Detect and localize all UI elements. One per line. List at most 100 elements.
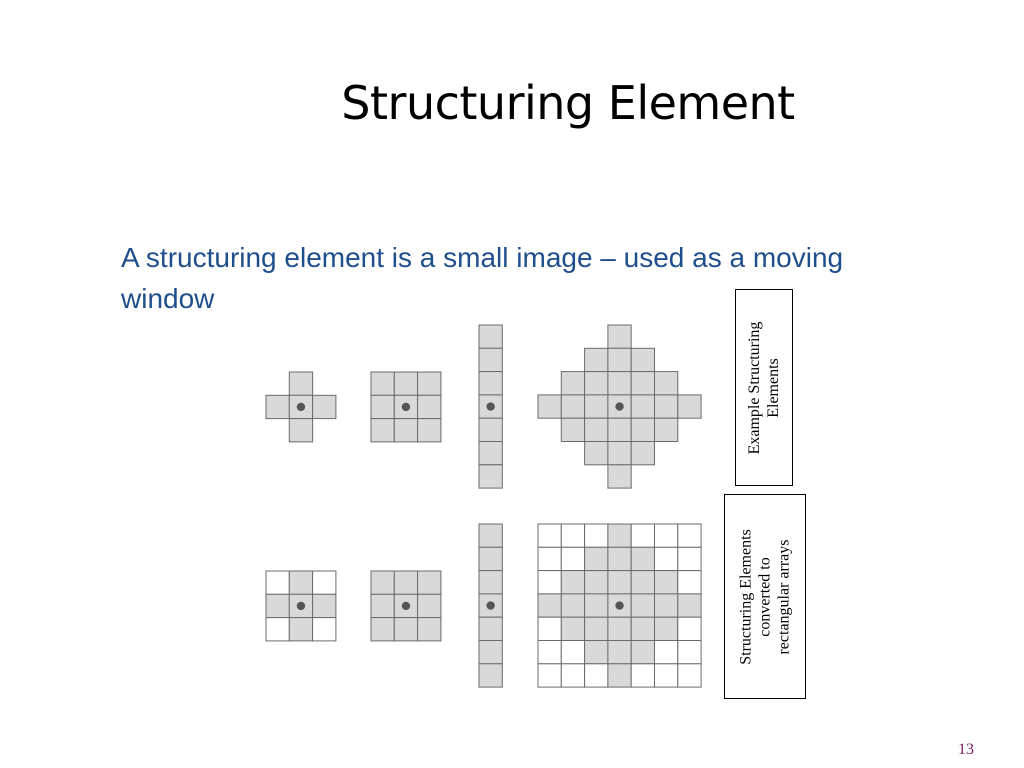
array-cell-on [630, 616, 656, 642]
origin-dot [401, 601, 411, 611]
element-cell [560, 417, 586, 443]
element-cell [478, 324, 503, 349]
array-cell-on [607, 663, 632, 688]
caption-rectangular-arrays-text: Structuring Elements converted to rectan… [737, 528, 793, 665]
origin-dot [486, 402, 495, 411]
se-cross-3x3 [265, 371, 337, 443]
element-cell [584, 371, 609, 396]
array-cell-off [584, 663, 609, 688]
array-cell-on [478, 570, 503, 595]
origin-dot [486, 601, 495, 610]
array-cell-off [677, 570, 702, 595]
slide-title: Structuring Element [341, 76, 795, 130]
array-cell-on [417, 570, 442, 595]
rectangular-arrays-row [265, 523, 702, 688]
array-cell-on [560, 616, 586, 642]
array-cell-on [417, 593, 442, 619]
element-cell [370, 394, 395, 420]
array-cell-off [677, 546, 702, 572]
array-cell-off [560, 523, 586, 548]
array-cell-off [654, 640, 679, 665]
array-cell-off [265, 617, 290, 642]
array-cell-on [370, 570, 395, 595]
origin-dot [296, 601, 306, 611]
element-cell [607, 441, 632, 466]
element-cell [288, 418, 314, 443]
array-cell-on [560, 593, 586, 618]
array-cell-on [370, 617, 395, 642]
element-cell [312, 394, 337, 420]
element-cell [607, 324, 632, 349]
array-cell-off [312, 617, 337, 642]
element-cell [370, 371, 395, 396]
element-cell [630, 441, 656, 466]
array-cell-on [584, 570, 609, 595]
element-cell [560, 394, 586, 419]
array-cell-off [537, 523, 562, 548]
array-cell-on [584, 593, 609, 618]
element-cell [417, 394, 442, 420]
array-cell-off [265, 570, 290, 595]
array-cell-on [630, 546, 656, 572]
array-cell-on [370, 593, 395, 619]
array-cell-off [537, 570, 562, 595]
element-cell [478, 441, 503, 466]
element-cell [607, 417, 632, 443]
array-cell-on [537, 593, 562, 618]
element-cell [265, 394, 290, 420]
array-cell-on [478, 523, 503, 548]
element-cell [607, 347, 632, 373]
array-diamond-7x7 [537, 523, 702, 688]
array-cell-on [393, 617, 419, 642]
element-cell [677, 394, 702, 419]
array-cell-on [265, 593, 290, 619]
caption-example-elements: Example Structuring Elements [735, 289, 793, 486]
page-number: 13 [958, 741, 974, 758]
element-cell [584, 417, 609, 443]
element-cell [478, 464, 503, 489]
element-cell [393, 371, 419, 396]
array-cell-on [478, 640, 503, 665]
element-cell [417, 371, 442, 396]
array-cell-on [393, 570, 419, 595]
element-cell [537, 394, 562, 419]
array-cell-off [677, 640, 702, 665]
element-cell [417, 418, 442, 443]
example-elements-row [265, 324, 702, 489]
array-cell-on [654, 570, 679, 595]
array-cell-off [537, 546, 562, 572]
se-square-3x3 [370, 371, 442, 443]
array-cell-on [288, 570, 314, 595]
array-vertical-line-7 [478, 523, 503, 688]
origin-dot [615, 601, 624, 610]
array-cell-on [677, 593, 702, 618]
array-square-3x3 [370, 570, 442, 642]
array-cell-on [654, 593, 679, 618]
array-cell-on [417, 617, 442, 642]
array-cell-off [677, 523, 702, 548]
element-cell [654, 371, 679, 396]
element-cell [478, 347, 503, 373]
array-cell-on [312, 593, 337, 619]
array-cell-on [478, 546, 503, 572]
array-cell-on [654, 616, 679, 642]
array-cell-on [607, 570, 632, 595]
element-cell [607, 464, 632, 489]
array-cell-on [584, 546, 609, 572]
array-cell-on [560, 570, 586, 595]
element-cell [654, 394, 679, 419]
array-cell-on [630, 593, 656, 618]
array-cell-off [560, 546, 586, 572]
element-cell [630, 371, 656, 396]
array-cell-on [584, 616, 609, 642]
array-cross-3x3 [265, 570, 337, 642]
element-cell [560, 371, 586, 396]
element-cell [630, 394, 656, 419]
element-cell [630, 347, 656, 373]
array-cell-off [630, 523, 656, 548]
array-cell-on [630, 640, 656, 665]
origin-dot [401, 402, 411, 412]
element-cell [370, 418, 395, 443]
array-cell-off [654, 523, 679, 548]
body-text: A structuring element is a small image –… [121, 242, 844, 314]
